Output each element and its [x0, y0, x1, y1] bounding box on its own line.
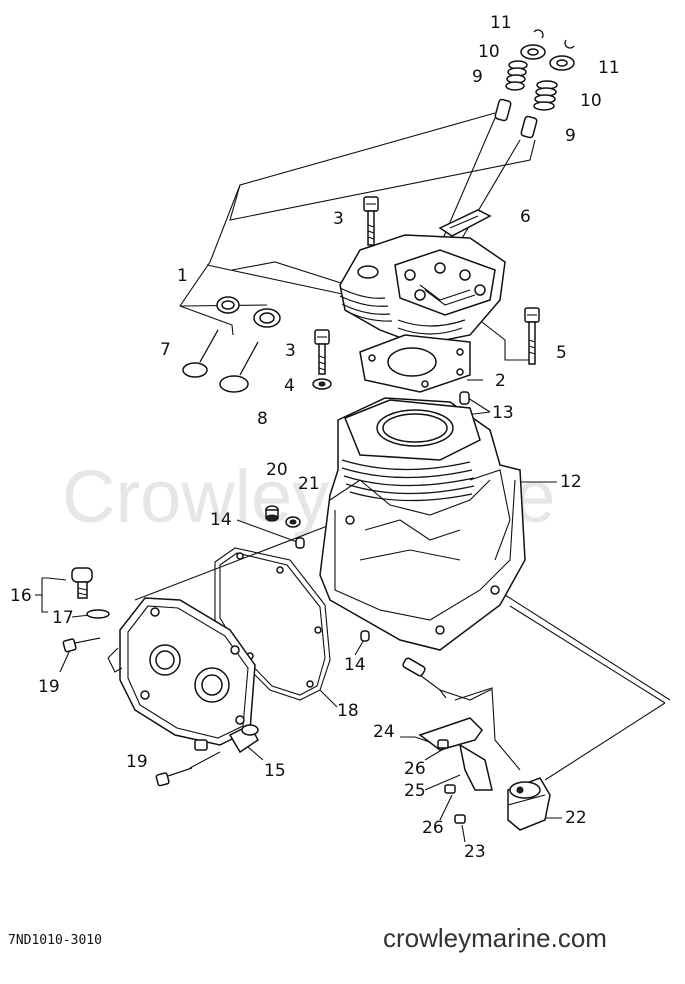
- callout-18: 18: [337, 701, 359, 721]
- callout-26: 26: [404, 759, 426, 779]
- exhaust-valve-part: [219, 341, 259, 393]
- intake-valve-part: [182, 329, 219, 378]
- dowel-pin-part: [295, 537, 305, 549]
- callout-26: 26: [422, 818, 444, 838]
- dowel-pin-part: [360, 630, 370, 642]
- callout-8: 8: [257, 409, 268, 429]
- callout-23: 23: [464, 842, 486, 862]
- callout-22: 22: [565, 808, 587, 828]
- valve-guide-part: [494, 98, 512, 122]
- bracket-part: [418, 717, 483, 751]
- callout-14: 14: [210, 510, 232, 530]
- valve-spring-assembly: [494, 29, 575, 139]
- diagram-code: 7ND1010-3010: [8, 933, 102, 948]
- callout-3: 3: [285, 341, 296, 361]
- callout-19: 19: [38, 677, 60, 697]
- bolt-part: [314, 329, 330, 375]
- crankcase-cylinder: [319, 397, 526, 651]
- oil-sensor-assembly: [402, 657, 551, 831]
- callout-25: 25: [404, 781, 426, 801]
- cooling-fins: [341, 459, 475, 502]
- callout-13: 13: [492, 403, 514, 423]
- cover-bolt: [155, 767, 193, 787]
- callout-24: 24: [373, 722, 395, 742]
- callout-7: 7: [160, 340, 171, 360]
- head-bolts: [312, 196, 540, 390]
- callout-4: 4: [284, 376, 295, 396]
- callout-11: 11: [598, 58, 620, 78]
- callout-2: 2: [495, 371, 506, 391]
- callout-17: 17: [52, 608, 74, 628]
- bracket-part: [458, 743, 493, 791]
- callout-19: 19: [126, 752, 148, 772]
- callout-14: 14: [344, 655, 366, 675]
- callout-5: 5: [556, 343, 567, 363]
- callout-9: 9: [472, 67, 483, 87]
- callout-12: 12: [560, 472, 582, 492]
- callout-11: 11: [490, 13, 512, 33]
- valve-collet-part: [533, 29, 544, 39]
- bolt-part: [524, 307, 540, 365]
- dowel-pin-part: [459, 391, 470, 405]
- head-gasket: [359, 334, 471, 393]
- callout-16: 16: [10, 586, 32, 606]
- site-name: crowleymarine.com: [383, 923, 607, 953]
- valve-guide-part: [520, 115, 538, 139]
- push-rod-guide-plate: [438, 209, 492, 237]
- bolt-part: [363, 196, 379, 246]
- callout-20: 20: [266, 460, 288, 480]
- drain-plug: [265, 505, 301, 528]
- callout-labels: 11 10 9 11 10 9 3 6 1 7 3 5 4 2 8 13 20 …: [10, 13, 620, 862]
- crankcase-cover: [107, 597, 259, 754]
- valves: [182, 296, 281, 393]
- callout-15: 15: [264, 761, 286, 781]
- cooling-fins: [339, 287, 466, 335]
- fitting-part: [194, 739, 208, 751]
- callout-21: 21: [298, 474, 320, 494]
- callout-1: 1: [177, 266, 188, 286]
- oil-filler-cap: [71, 567, 110, 619]
- cylinder-head: [339, 209, 506, 346]
- callout-10: 10: [478, 42, 500, 62]
- o-ring-part: [86, 609, 110, 619]
- callout-10: 10: [580, 91, 602, 111]
- valve-spring-part: [533, 80, 558, 111]
- callout-9: 9: [565, 126, 576, 146]
- cover-bolt: [62, 637, 101, 653]
- callout-6: 6: [520, 207, 531, 227]
- valve-spring-part: [505, 60, 528, 91]
- valve-collet-part: [564, 39, 575, 49]
- callout-3: 3: [333, 209, 344, 229]
